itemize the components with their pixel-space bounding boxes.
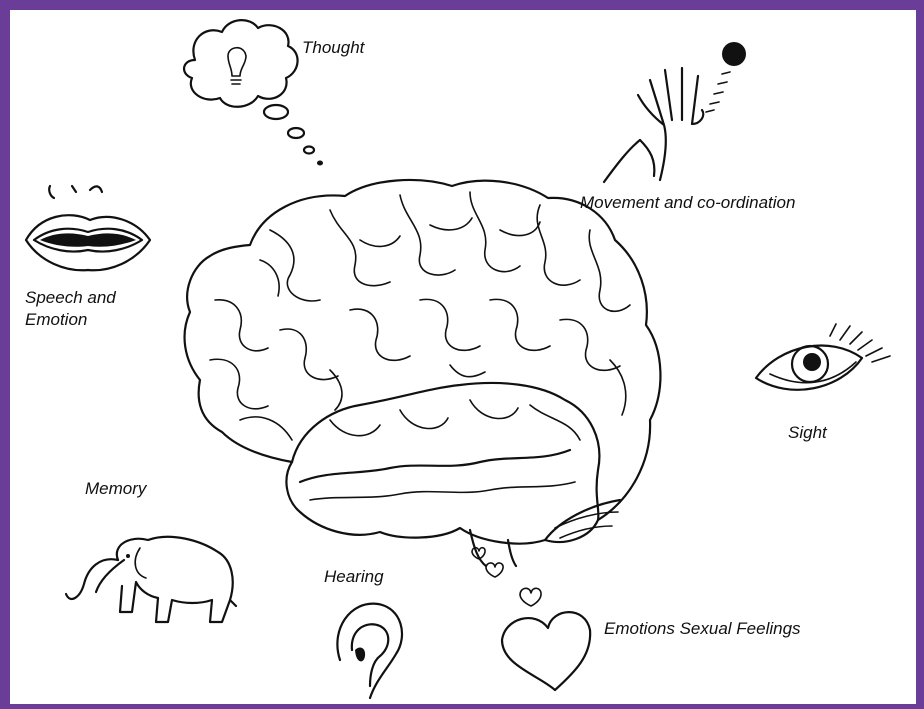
label-sight: Sight [788, 422, 827, 443]
eye-icon [756, 324, 890, 390]
label-speech-line1: Speech and [25, 287, 116, 308]
mouth-icon [26, 186, 150, 270]
ear-icon [337, 604, 402, 698]
label-memory: Memory [85, 478, 146, 499]
label-emotions: Emotions Sexual Feelings [604, 618, 801, 639]
hand-ball-icon [604, 42, 746, 182]
heart-icon [472, 548, 590, 690]
label-thought: Thought [302, 37, 364, 58]
label-speech-line2: Emotion [25, 309, 87, 330]
label-hearing: Hearing [324, 566, 384, 587]
label-movement: Movement and co-ordination [580, 192, 795, 213]
brain-icon [185, 180, 661, 566]
elephant-icon [66, 537, 236, 622]
